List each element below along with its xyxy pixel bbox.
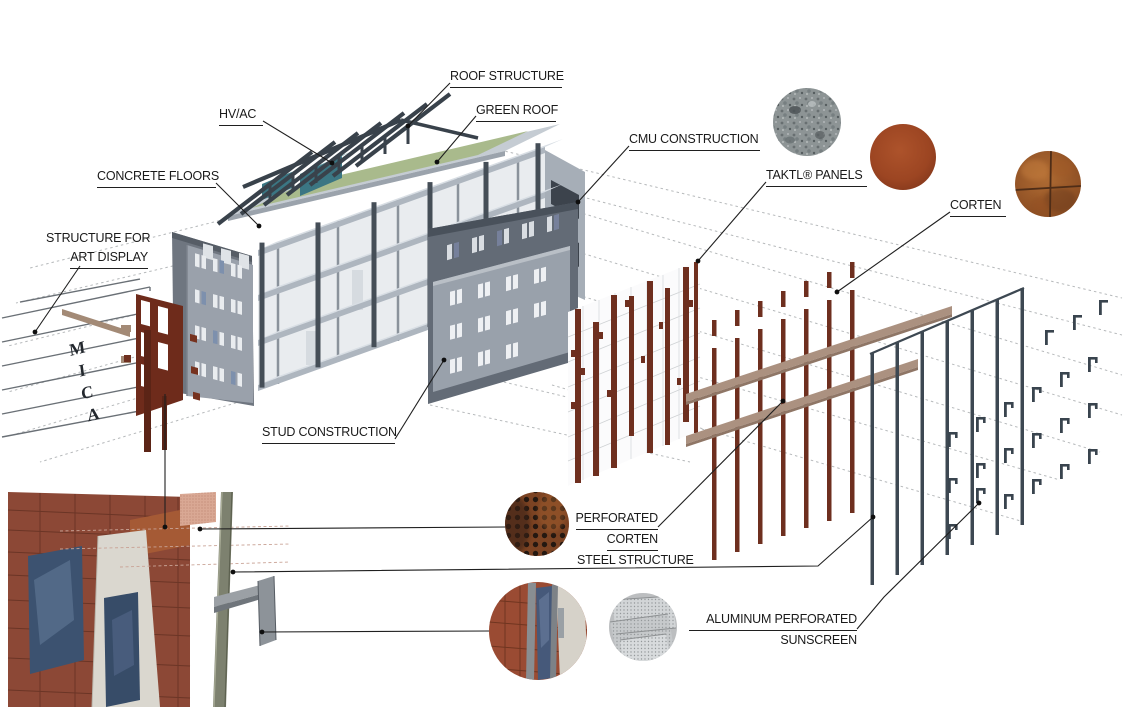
label-perforated-corten-line2: CORTEN (606, 530, 658, 551)
building-interior (258, 150, 545, 385)
wood-rail-fragment (62, 309, 130, 337)
label-structure-for-art-display-line1: STRUCTURE FOR (46, 231, 151, 245)
stud-windows (450, 266, 546, 374)
steel-post-group (869, 286, 1025, 585)
west-facade-windows (190, 243, 249, 401)
facade-detail-swatch (489, 582, 587, 680)
taktl-red-swatch (870, 124, 936, 190)
label-green-roof: GREEN ROOF (476, 101, 558, 122)
label-perforated-corten: PERFORATED CORTEN (558, 509, 658, 551)
label-stud-construction: STUD CONSTRUCTION (262, 423, 397, 444)
wood-rails (686, 306, 952, 447)
perforated-aluminum-swatch (609, 593, 677, 661)
signage-letter-c: C (80, 382, 95, 404)
label-taktl-panels: TAKTL® PANELS (766, 166, 867, 187)
label-roof-structure: ROOF STRUCTURE (450, 67, 564, 88)
signage-letter-a: A (86, 403, 101, 425)
signage-letter-m: M (68, 337, 86, 360)
sunscreen-clips (948, 300, 1108, 539)
west-facade-panels (172, 232, 254, 406)
corten-swatch (1015, 151, 1081, 217)
mica-signage-letters: M I C A (68, 337, 101, 425)
corten-post-group (712, 262, 855, 560)
taktl-fin-wall (567, 260, 701, 486)
signage-letter-i: I (78, 360, 87, 381)
label-cmu-construction: CMU CONSTRUCTION (629, 130, 760, 151)
label-perforated-corten-line1: PERFORATED (575, 509, 658, 530)
label-aluminum-sunscreen-line2: SUNSCREEN (780, 632, 857, 647)
green-roof-surface (252, 131, 528, 208)
roof-structure-pergola (216, 92, 479, 226)
art-display-structure: M I C A (1, 278, 159, 438)
label-corten: CORTEN (950, 196, 1006, 217)
label-structure-for-art-display-line2: ART DISPLAY (70, 248, 148, 269)
leader-dots (32, 123, 982, 635)
label-steel-structure: STEEL STRUCTURE (577, 553, 694, 567)
label-hvac: HV/AC (219, 105, 263, 126)
label-concrete-floors: CONCRETE FLOORS (97, 167, 219, 188)
roof-deck (228, 124, 560, 221)
label-aluminum-sunscreen: ALUMINUM PERFORATED SUNSCREEN (689, 610, 857, 650)
stud-wall (433, 246, 570, 392)
label-structure-for-art-display: STRUCTURE FOR ART DISPLAY (46, 229, 151, 269)
corten-entry-panel (124, 294, 183, 452)
taktl-concrete-swatch (773, 88, 841, 156)
label-aluminum-sunscreen-line1: ALUMINUM PERFORATED (689, 610, 857, 631)
photo-bracket (214, 575, 277, 647)
facade-detail-photo (7, 491, 291, 707)
corten-fins (571, 262, 698, 483)
leader-lines (34, 82, 980, 633)
perforated-corten-swatch (505, 492, 569, 556)
